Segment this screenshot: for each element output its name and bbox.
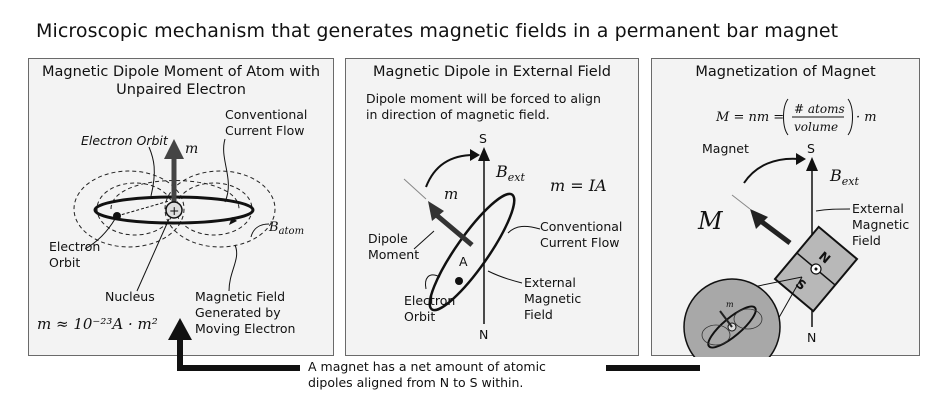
label-dipole-2: Moment xyxy=(368,247,419,262)
label-batom: Batom xyxy=(268,220,304,237)
panel-magnetization: Magnetization of Magnet M = nm = # atoms… xyxy=(651,58,920,357)
electron-dot xyxy=(455,277,463,285)
label-bext: Bext xyxy=(829,166,859,188)
formula-lhs: M = nm = xyxy=(715,110,784,125)
label-electron-orbit-1: Electron xyxy=(404,293,455,308)
label-conventional-2: Current Flow xyxy=(540,235,619,250)
label-magnetic-field-3: Moving Electron xyxy=(195,321,295,336)
orbit-direction-arrow xyxy=(229,217,237,225)
panel-title: Magnetization of Magnet xyxy=(695,64,876,80)
label-external-1: External xyxy=(524,275,576,290)
label-conventional-current-1: Conventional xyxy=(225,107,307,122)
label-external-3: Field xyxy=(524,307,553,322)
label-magnet: Magnet xyxy=(702,141,749,156)
bottom-note-line-2: dipoles aligned from N to S within. xyxy=(308,375,524,390)
label-magnetic-field-2: Generated by xyxy=(195,305,281,320)
dipole-arrow xyxy=(432,211,474,247)
bar-magnet: N S xyxy=(773,225,859,313)
label-m: m xyxy=(185,141,198,157)
formula-numerator: # atoms xyxy=(794,102,845,116)
note-line-2: in direction of magnetic field. xyxy=(366,107,550,122)
magnetization-diagram: M = nm = # atoms volume · m S N Bext Mag… xyxy=(683,98,909,357)
magnetization-arrow xyxy=(756,217,792,245)
label-conventional-1: Conventional xyxy=(540,219,622,234)
note-line-1: Dipole moment will be forced to align xyxy=(366,91,601,106)
main-title: Microscopic mechanism that generates mag… xyxy=(36,20,839,42)
panel-title: Magnetic Dipole Moment of Atom with Unpa… xyxy=(41,64,321,98)
label-external-2: Magnetic xyxy=(524,291,581,306)
formula-rhs: · m xyxy=(856,110,877,125)
label-dipole-1: Dipole xyxy=(368,231,408,246)
label-nucleus: Nucleus xyxy=(105,289,155,304)
panel-title: Magnetic Dipole in External Field xyxy=(373,64,611,80)
label-external-3: Field xyxy=(852,233,881,248)
nucleus-icon xyxy=(165,201,183,219)
rotation-arrow xyxy=(425,154,475,188)
label-magnetic-field-1: Magnetic Field xyxy=(195,289,285,304)
label-bext: Bext xyxy=(495,162,525,184)
inset-m: m xyxy=(726,300,734,309)
label-a: A xyxy=(459,254,468,269)
atom-dipole-diagram: + m Electron Orbit Conventional Current … xyxy=(37,107,307,336)
label-electron-orbit-2: Orbit xyxy=(404,309,435,324)
label-M: M xyxy=(697,207,724,235)
formula-denominator: volume xyxy=(794,120,838,134)
label-electron-orbit-1: Electron xyxy=(49,239,100,254)
formula-m-ia: m = IA xyxy=(550,176,607,195)
bottom-note: A magnet has a net amount of atomic dipo… xyxy=(300,358,606,392)
panel-dipole-external-field: Magnetic Dipole in External Field Dipole… xyxy=(345,58,639,356)
dipole-formula: m ≈ 10⁻²³A · m² xyxy=(37,315,158,333)
label-electron-orbit-top: Electron Orbit xyxy=(81,133,169,148)
label-external-2: Magnetic xyxy=(852,217,909,232)
label-conventional-current-2: Current Flow xyxy=(225,123,304,138)
atom-inset-icon xyxy=(683,278,781,357)
label-m: m xyxy=(444,185,458,203)
bottom-note-line-1: A magnet has a net amount of atomic xyxy=(308,359,546,374)
panel-atom-dipole: Magnetic Dipole Moment of Atom with Unpa… xyxy=(28,58,334,356)
label-external-1: External xyxy=(852,201,904,216)
label-electron-orbit-2: Orbit xyxy=(49,255,80,270)
label-n: N xyxy=(807,330,816,345)
label-n: N xyxy=(479,327,488,342)
electron-orbit xyxy=(428,192,516,312)
dipole-field-diagram: Dipole moment will be forced to align in… xyxy=(366,91,622,342)
label-s: S xyxy=(479,131,487,146)
plus-icon: + xyxy=(169,203,179,218)
rotation-arrow xyxy=(743,157,801,184)
label-s: S xyxy=(807,141,815,156)
